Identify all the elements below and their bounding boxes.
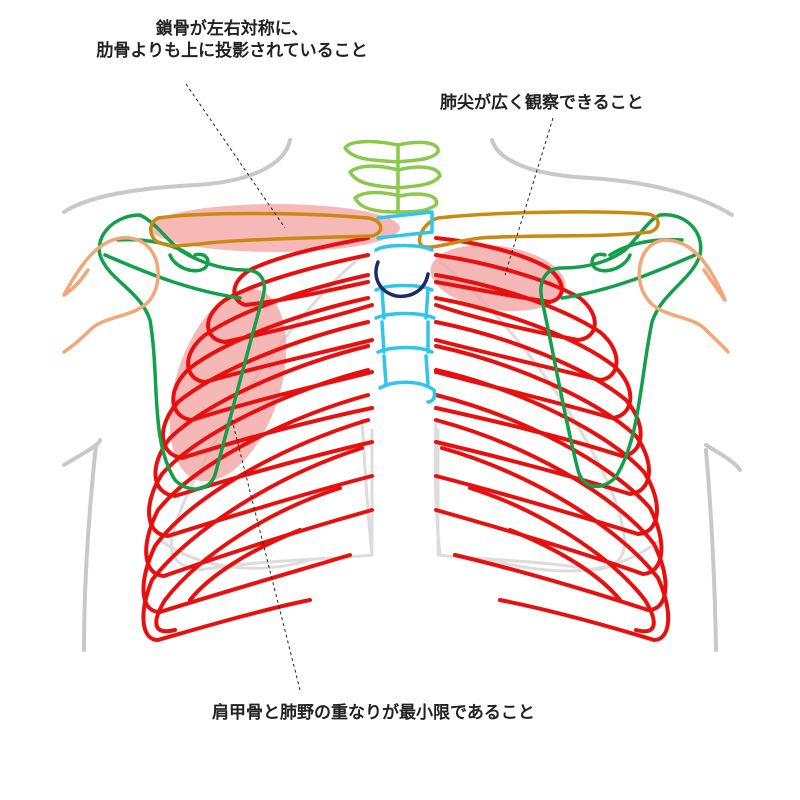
rib-right-12 — [508, 528, 622, 602]
thoracic-spine — [374, 210, 437, 404]
rib-left-11 — [154, 486, 342, 634]
rib-right-11 — [468, 486, 656, 634]
scapula-right-spine — [560, 253, 697, 300]
scapula-overlap-criterion-label: 肩甲骨と肺野の重なりが最小限であること — [212, 703, 535, 723]
neck-left-outline — [62, 138, 292, 214]
leader-clavicle — [185, 83, 286, 229]
torso-right-outline — [704, 443, 742, 652]
scapulae — [97, 213, 703, 491]
thoracic-vertebra-4 — [374, 311, 436, 354]
humerus-right — [637, 238, 730, 354]
rib-left-5 — [161, 320, 374, 461]
rib-left-6 — [153, 344, 374, 499]
torso-left-outline — [62, 438, 102, 652]
thoracic-vertebra-6 — [378, 380, 437, 404]
scapula-left-coracoid — [168, 252, 210, 273]
clavicle-right — [417, 210, 660, 249]
rib-right-10 — [440, 446, 671, 643]
scapula-left-spine — [103, 253, 242, 300]
thoracic-vertebra-5 — [376, 345, 434, 386]
rib-left-9 — [141, 418, 370, 615]
rib-left-2 — [206, 253, 374, 345]
cervical-spine — [343, 139, 442, 214]
rib-right-3 — [434, 273, 619, 383]
rib-left-1 — [232, 236, 370, 308]
ribs-left — [141, 236, 374, 643]
clavicle-left — [149, 211, 383, 248]
thoracic-vertebra-1 — [376, 210, 434, 240]
leader-scapula — [231, 419, 301, 691]
neck-right-outline — [490, 138, 734, 217]
rib-left-3 — [186, 273, 374, 385]
rib-left-10 — [141, 446, 364, 643]
rib-right-6 — [434, 344, 651, 497]
thoracic-vertebra-2 — [374, 243, 434, 252]
right-lung-outline — [436, 260, 626, 572]
humeri — [62, 236, 730, 354]
rib-right-9 — [434, 418, 668, 613]
rib-left-4 — [171, 296, 374, 423]
left-lung-outline — [170, 260, 374, 572]
body-outline — [62, 138, 742, 652]
humerus-right-shaft — [702, 268, 727, 302]
trachea-outline — [374, 260, 430, 299]
lung-outlines — [158, 260, 662, 573]
leader-apex — [504, 117, 554, 276]
diaphragm-right — [488, 538, 662, 573]
mediastinum-left — [360, 418, 374, 557]
thoracic-vertebra-3 — [374, 283, 434, 320]
rib-right-5 — [434, 320, 643, 459]
rib-right-7 — [434, 368, 659, 537]
clavicle-criterion-line2: 肋骨よりも上に投影されていること — [96, 41, 368, 61]
cervical-vertebra-1 — [343, 139, 440, 164]
rib-right-2 — [434, 253, 597, 343]
scapula-right — [539, 213, 703, 489]
scapula-right-coracoid — [590, 252, 632, 273]
leader-lines — [185, 83, 554, 691]
humerus-left — [62, 236, 160, 354]
rib-left-12 — [188, 528, 302, 602]
cervical-vertebra-2 — [348, 164, 442, 190]
clavicle-criterion-label: 鎖骨が左右対称に、 肋骨よりも上に投影されていること — [62, 18, 402, 62]
humerus-left-shaft — [62, 268, 90, 297]
clavicle-criterion-line1: 鎖骨が左右対称に、 — [155, 19, 309, 39]
ribs-right — [434, 236, 671, 643]
lung-apex-criterion-label: 肺尖が広く観察できること — [440, 93, 644, 113]
cervical-vertebra-3 — [353, 190, 439, 214]
rib-left-7 — [147, 368, 374, 539]
mediastinum-right — [433, 418, 442, 557]
scapula-left — [97, 213, 267, 491]
